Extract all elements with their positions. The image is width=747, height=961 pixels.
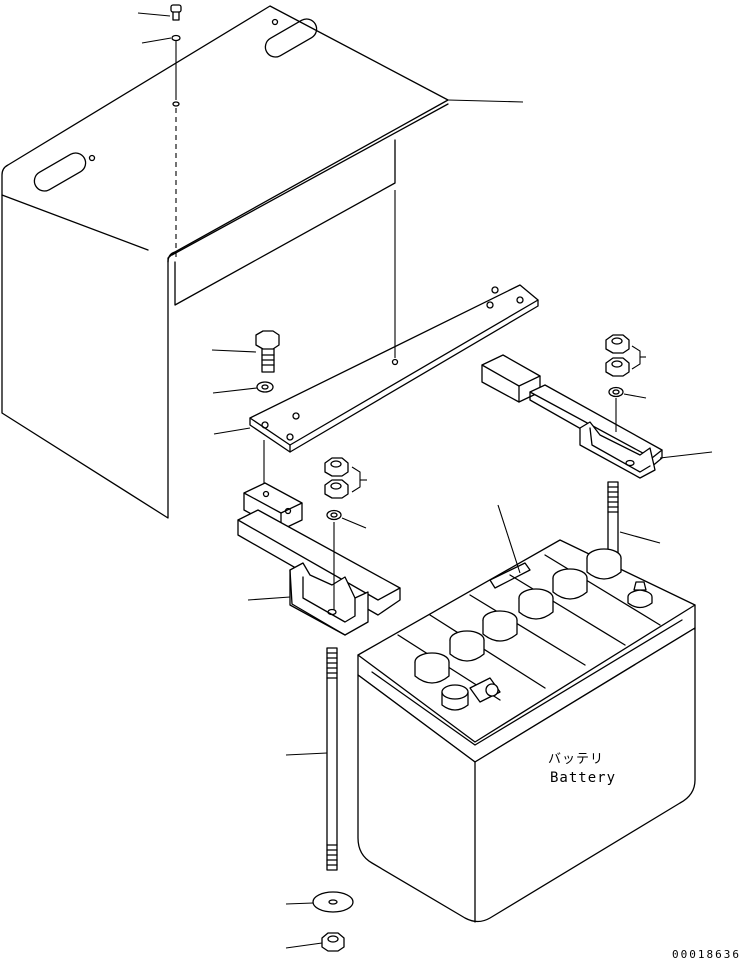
cover-screw — [137, 4, 182, 260]
battery-label-en: Battery — [550, 770, 616, 786]
left-bolt-washer-nut — [285, 891, 354, 952]
hex-bolt — [211, 330, 280, 493]
mounting-plate — [213, 190, 539, 453]
drawing-number: 00018636 — [672, 948, 741, 961]
right-clamp — [481, 354, 713, 479]
battery-label-jp: バッテリ — [548, 752, 604, 767]
cover-leader — [447, 99, 524, 103]
battery-cover — [1, 5, 449, 519]
left-j-bolt — [285, 647, 338, 871]
battery — [357, 504, 696, 923]
left-nuts — [324, 457, 367, 610]
left-clamp — [237, 482, 401, 636]
right-j-bolt — [607, 481, 661, 561]
right-nuts — [605, 334, 647, 432]
